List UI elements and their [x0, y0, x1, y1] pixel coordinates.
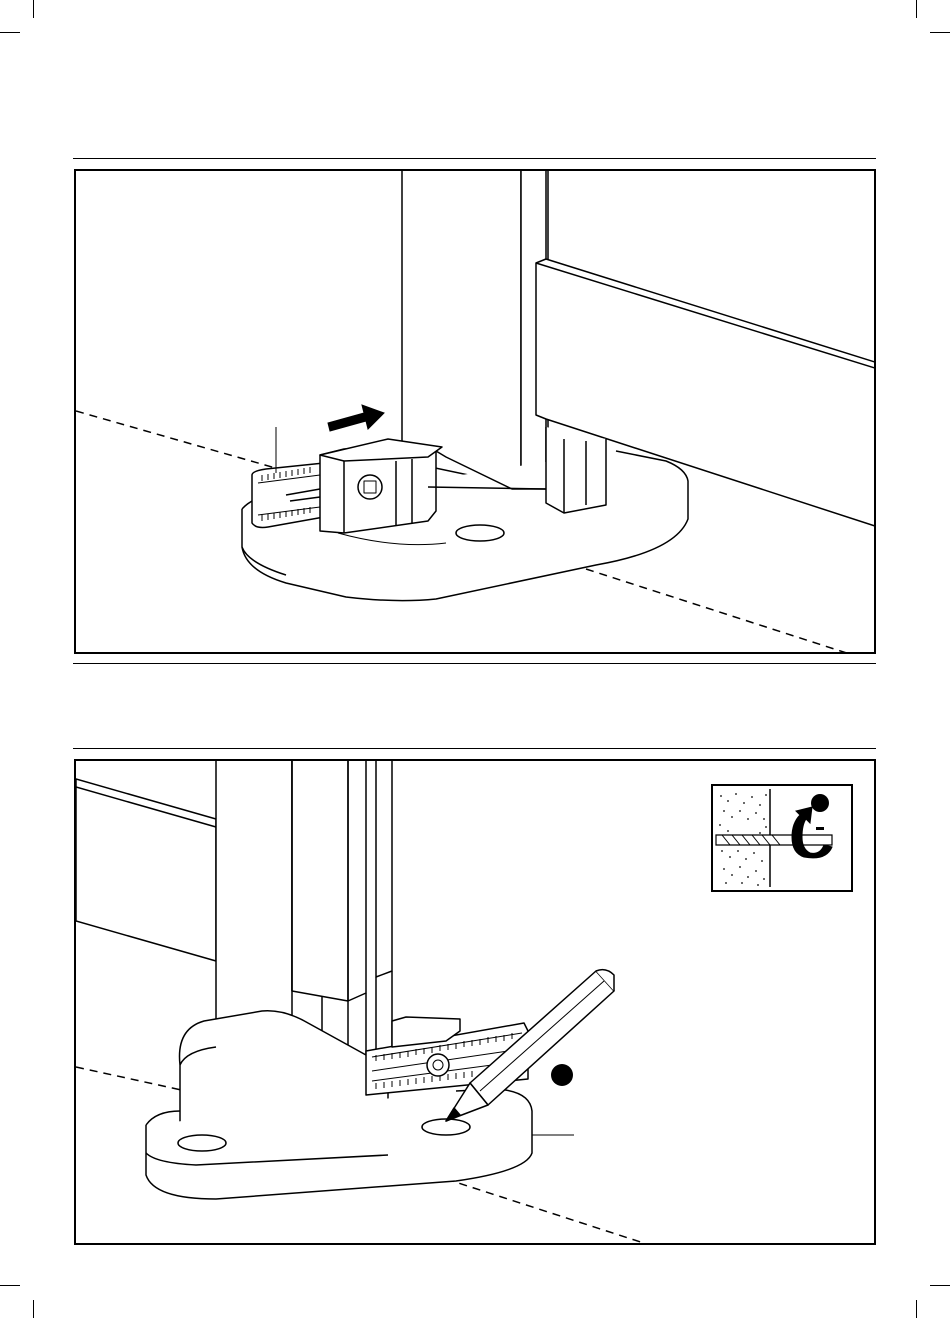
floor-line-right — [446, 1179, 656, 1245]
post-front — [216, 761, 292, 1045]
crop-mark-top-right — [916, 0, 917, 18]
post-foot-block — [546, 427, 606, 513]
crop-mark-top-left-h — [0, 32, 20, 33]
floor-line — [76, 411, 286, 471]
step-panel-top — [74, 169, 876, 654]
crop-mark-bottom-left-h — [0, 1285, 20, 1286]
inset-marker-dot — [811, 794, 829, 812]
crop-mark-top-left — [33, 0, 34, 18]
rule-top — [73, 158, 876, 159]
illustration-bracket-assembly — [76, 171, 876, 654]
floor-line-right — [586, 569, 856, 654]
post-front — [402, 171, 521, 486]
step-marker-dot — [551, 1064, 573, 1086]
crop-mark-top-right-h — [930, 32, 950, 33]
crop-mark-bottom-right — [916, 1300, 917, 1318]
crop-mark-bottom-left — [33, 1300, 34, 1318]
post-side — [292, 761, 348, 1001]
floor-line — [76, 1067, 186, 1091]
rule-lower — [73, 748, 876, 749]
drill-into-wall-icon — [712, 785, 852, 891]
bolt-head — [358, 475, 382, 499]
rule-middle — [73, 663, 876, 664]
step-panel-bottom — [74, 759, 876, 1245]
illustration-mark-hole — [76, 761, 876, 1245]
crop-mark-bottom-right-h — [930, 1285, 950, 1286]
push-direction-arrow — [328, 405, 384, 431]
